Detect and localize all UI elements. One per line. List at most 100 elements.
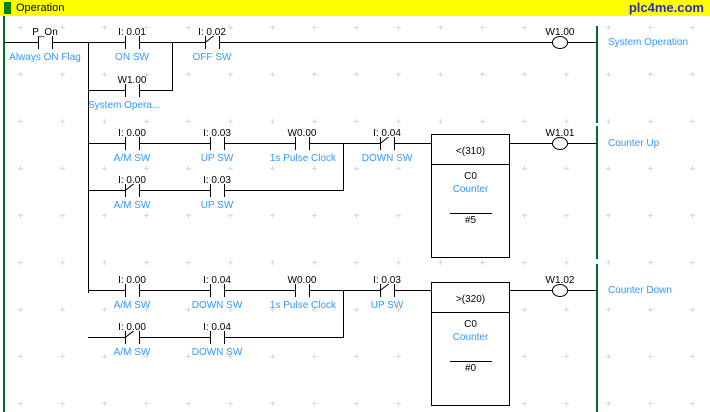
contact-p-on[interactable] (38, 36, 53, 49)
cmt-am-sw-4: A/M SW (113, 347, 151, 358)
addr-up-sw-3: I: 0.03 (373, 275, 401, 286)
grid-dot (354, 213, 359, 218)
rungcmt-counter-up: Counter Up (608, 138, 660, 149)
grid-dot (270, 166, 275, 171)
grid-dot (228, 401, 233, 406)
wire-r3-seg3 (225, 290, 295, 291)
grid-dot (690, 401, 695, 406)
wire-r2-out (509, 143, 553, 144)
cmt-am-sw-3: A/M SW (113, 300, 151, 311)
contact-bar-left (125, 36, 126, 49)
grid-dot (102, 401, 107, 406)
right-power-rail-rung3 (596, 264, 598, 412)
cmt-seal-in: System Opera... (88, 100, 161, 111)
contact-bar-left (210, 284, 211, 297)
grid-dot (564, 166, 569, 171)
contact-pulse-clock-1[interactable] (295, 137, 310, 150)
contact-bar-right (139, 36, 140, 49)
coil-counter-up[interactable] (552, 137, 568, 150)
coil-ring (552, 137, 568, 150)
fb-separator (432, 312, 509, 313)
fb-counter-id-up: C0 (464, 171, 477, 182)
wire-r2-seg4 (310, 143, 380, 144)
grid-dot (522, 25, 527, 30)
grid-dot (396, 354, 401, 359)
counter-block-up[interactable]: <(310) C0 Counter #5 (431, 134, 510, 258)
contact-down-sw-1[interactable] (380, 137, 395, 150)
addr-am-sw-4: I: 0.00 (118, 322, 146, 333)
grid-dot (270, 213, 275, 218)
grid-dot (60, 307, 65, 312)
cmt-pulse-clock-1: 1s Pulse Clock (269, 153, 337, 164)
wire-r1-branch-seg1 (88, 90, 125, 91)
wire-r1-seg4 (220, 42, 553, 43)
grid-dot (270, 354, 275, 359)
fb-counter-id-down: C0 (464, 319, 477, 330)
addr-pulse-clock-1: W0.00 (287, 128, 317, 139)
ladder-canvas[interactable]: P_On Always ON Flag I: 0.01 ON SW I: 0.0… (0, 16, 710, 412)
addr-coil-system-operation: W1.00 (545, 27, 575, 38)
wire-r2-seg3 (225, 143, 295, 144)
contact-nc-slash (206, 36, 220, 49)
grid-dot (270, 119, 275, 124)
grid-dot (312, 119, 317, 124)
window-title: Operation (16, 2, 65, 14)
contact-am-sw-1[interactable] (125, 137, 140, 150)
grid-dot (312, 260, 317, 265)
cmt-on-sw: ON SW (115, 52, 149, 63)
cmt-off-sw: OFF SW (192, 52, 232, 63)
grid-dot (606, 119, 611, 124)
grid-dot (354, 260, 359, 265)
grid-dot (18, 119, 23, 124)
contact-am-sw-4[interactable] (125, 331, 140, 344)
addr-on-sw: I: 0.01 (118, 27, 146, 38)
addr-pulse-clock-2: W0.00 (287, 275, 317, 286)
addr-am-sw-1: I: 0.00 (118, 128, 146, 139)
grid-dot (312, 354, 317, 359)
grid-dot (648, 213, 653, 218)
contact-up-sw-3[interactable] (380, 284, 395, 297)
contact-bar-right (52, 36, 53, 49)
contact-up-sw-2[interactable] (210, 184, 225, 197)
grid-dot (396, 25, 401, 30)
contact-bar-left (295, 137, 296, 150)
contact-bar-left (210, 331, 211, 344)
contact-bar-right (224, 137, 225, 150)
coil-counter-down[interactable] (552, 284, 568, 297)
grid-dot (60, 354, 65, 359)
grid-dot (522, 260, 527, 265)
contact-up-sw-1[interactable] (210, 137, 225, 150)
grid-dot (18, 401, 23, 406)
contact-down-sw-3[interactable] (210, 331, 225, 344)
grid-dot (690, 307, 695, 312)
grid-dot (270, 260, 275, 265)
grid-dot (312, 72, 317, 77)
contact-off-sw[interactable] (205, 36, 220, 49)
grid-dot (522, 213, 527, 218)
fb-preset-down: #0 (449, 361, 492, 374)
cmt-up-sw-3: UP SW (370, 300, 404, 311)
contact-am-sw-2[interactable] (125, 184, 140, 197)
grid-dot (354, 119, 359, 124)
grid-dot (396, 213, 401, 218)
grid-dot (354, 72, 359, 77)
contact-am-sw-3[interactable] (125, 284, 140, 297)
coil-system-operation[interactable] (552, 36, 568, 49)
grid-dot (354, 401, 359, 406)
grid-dot (480, 72, 485, 77)
contact-seal-in[interactable] (125, 84, 140, 97)
watermark-plc4me: plc4me.com (628, 0, 704, 15)
grid-dot (606, 25, 611, 30)
grid-dot (18, 213, 23, 218)
contact-on-sw[interactable] (125, 36, 140, 49)
grid-dot (186, 401, 191, 406)
wire-r2-out2 (568, 143, 597, 144)
contact-nc-slash (126, 331, 140, 344)
contact-down-sw-2[interactable] (210, 284, 225, 297)
counter-block-down[interactable]: >(320) C0 Counter #0 (431, 282, 510, 406)
grid-dot (522, 307, 527, 312)
wire-r1-seg2 (53, 42, 125, 43)
contact-pulse-clock-2[interactable] (295, 284, 310, 297)
grid-dot (690, 260, 695, 265)
grid-dot (564, 401, 569, 406)
